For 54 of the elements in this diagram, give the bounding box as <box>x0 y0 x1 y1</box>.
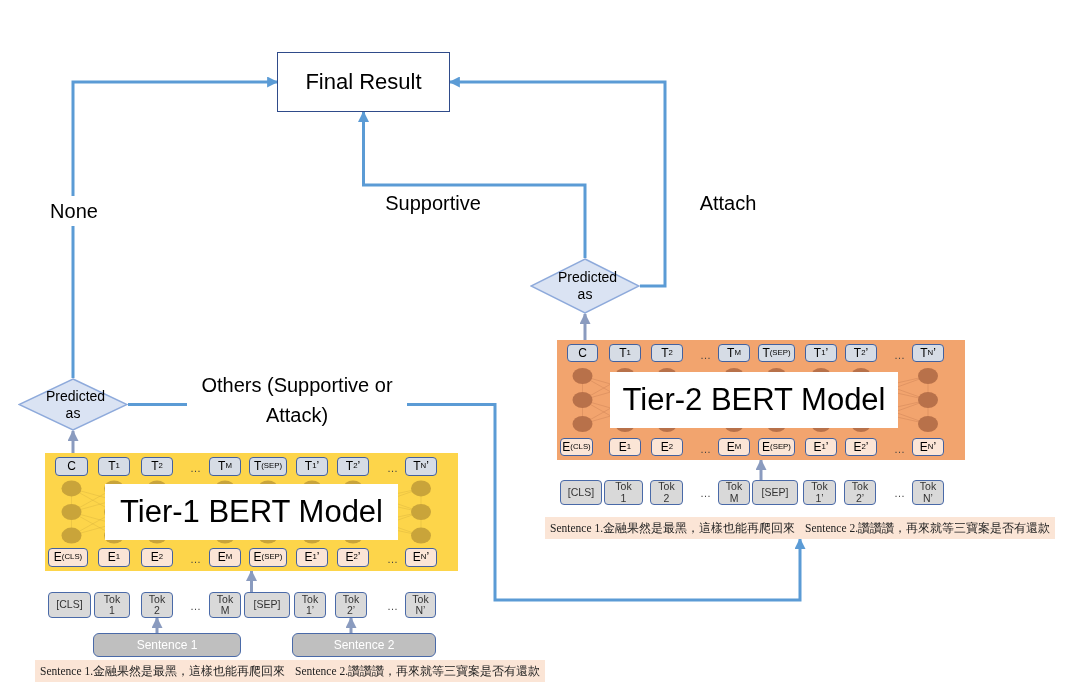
ellipsis-text: … <box>700 443 711 455</box>
ellipsis-text: … <box>190 553 201 565</box>
input-token-box: Tok N’ <box>405 592 436 618</box>
decision-diamond <box>18 378 128 431</box>
ellipsis-text: … <box>387 553 398 565</box>
input-token-box: Tok 2 <box>650 480 683 505</box>
input-token-box: Tok N’ <box>912 480 944 505</box>
sentence-bar: Sentence 2 <box>292 633 436 657</box>
ellipsis-text: … <box>700 349 711 361</box>
input-token-box: [SEP] <box>752 480 798 505</box>
input-token-box: Tok 1 <box>604 480 643 505</box>
input-token-box: Tok 2’ <box>844 480 876 505</box>
ellipsis-text: … <box>894 443 905 455</box>
ellipsis-text: … <box>190 600 201 612</box>
input-token-box: Tok 1’ <box>803 480 836 505</box>
arrow <box>67 429 79 453</box>
ellipsis-text: … <box>700 487 711 499</box>
input-token-box: Tok M <box>718 480 750 505</box>
model-panel <box>557 340 965 460</box>
ellipsis-text: … <box>190 462 201 474</box>
ellipsis-text: … <box>894 487 905 499</box>
sentence-text: Sentence 2.讚讚讚，再來就等三寶案是否有還款 <box>294 663 542 679</box>
sentence-bar: Sentence 1 <box>93 633 241 657</box>
sentence-text: Sentence 2.讚讚讚，再來就等三寶案是否有還款 <box>804 520 1052 536</box>
input-token-box: [CLS] <box>560 480 602 505</box>
sentence-strip <box>545 517 1055 539</box>
sentence-strip <box>35 660 545 682</box>
arrow <box>358 110 587 258</box>
input-token-box: [CLS] <box>48 592 91 618</box>
decision-diamond <box>530 258 640 314</box>
output-token-box: C <box>55 457 88 476</box>
arrow <box>579 312 591 340</box>
input-token-box: Tok 1’ <box>294 592 326 618</box>
arrow <box>246 569 257 592</box>
input-token-box: Tok 2 <box>141 592 173 618</box>
arrow <box>345 616 357 633</box>
input-token-box: Tok M <box>209 592 241 618</box>
output-token-box: C <box>567 344 598 362</box>
model-title: Tier-2 BERT Model <box>610 372 898 428</box>
ellipsis-text: … <box>387 462 398 474</box>
arrow <box>151 616 163 633</box>
input-token-box: [SEP] <box>244 592 290 618</box>
arrow <box>71 76 279 378</box>
result-box: Final Result <box>277 52 450 112</box>
model-panel <box>45 453 458 571</box>
input-token-box: Tok 1 <box>94 592 130 618</box>
input-token-box: Tok 2’ <box>335 592 367 618</box>
model-title: Tier-1 BERT Model <box>105 484 398 540</box>
sentence-text: Sentence 1.金融果然是最黑，這樣也能再爬回來 <box>39 663 286 679</box>
ellipsis-text: … <box>387 600 398 612</box>
sentence-text: Sentence 1.金融果然是最黑，這樣也能再爬回來 <box>549 520 796 536</box>
arrow <box>448 76 667 288</box>
ellipsis-text: … <box>894 349 905 361</box>
arrow <box>755 458 767 480</box>
